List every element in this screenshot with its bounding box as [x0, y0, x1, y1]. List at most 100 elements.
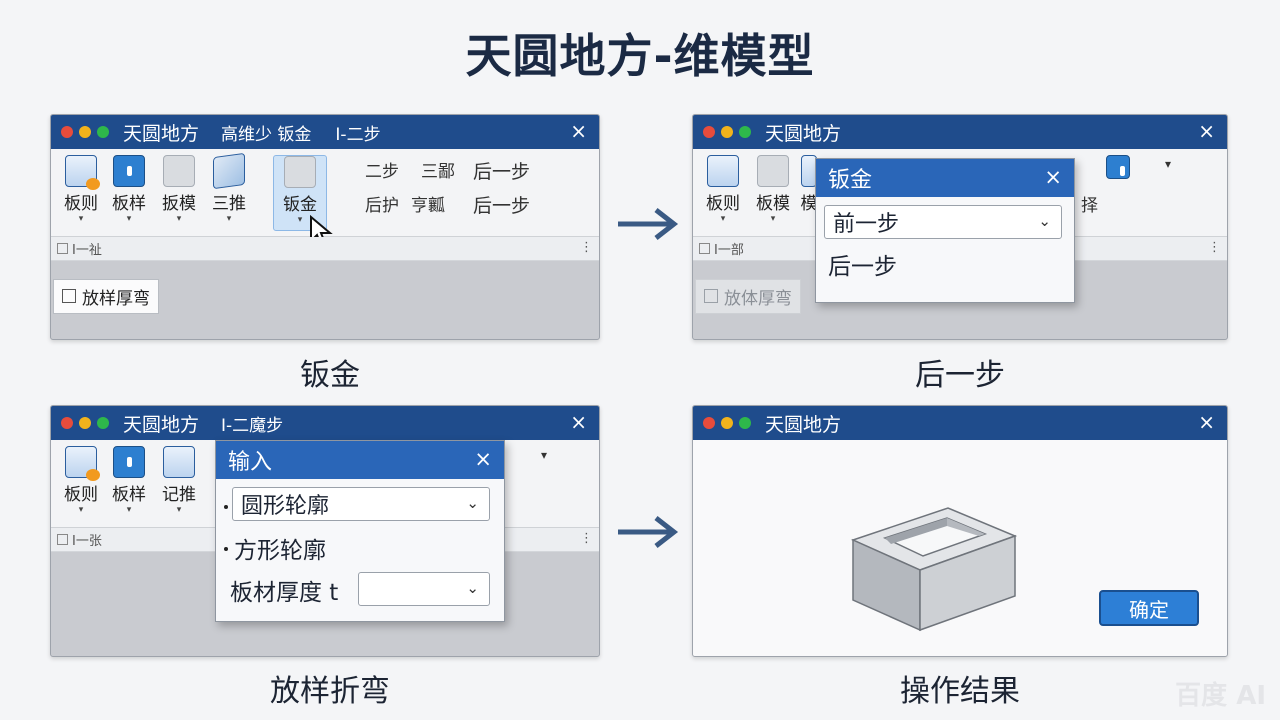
window-titlebar: 天圆地方 I-二魔步 × [51, 406, 599, 440]
maximize-window-dot[interactable] [97, 417, 109, 429]
arrow-right-icon [618, 516, 679, 548]
ribbon-button-banyang[interactable]: 板样 ▾ [109, 446, 149, 515]
window-step: I-二步 [335, 124, 381, 145]
window-title: 天圆地方 [765, 413, 842, 436]
ribbon-button-grid[interactable] [1103, 155, 1133, 181]
ribbon-button-bance[interactable]: 板则 ▾ [703, 155, 743, 224]
close-icon[interactable]: × [1198, 410, 1215, 434]
profile-dropdown[interactable]: 圆形轮廓 ⌄ [232, 487, 490, 521]
window-titlebar: 天圆地方 × [693, 406, 1227, 440]
arrow-right-icon [618, 208, 679, 240]
ribbon-button-banmo[interactable]: 扳模 ▾ [159, 155, 199, 224]
input-dialog: 输入 × 圆形轮廓 ⌄ 方形轮廓 板材厚度 t ⌄ [215, 440, 505, 622]
ribbon-button-bance[interactable]: 板则 ▾ [61, 446, 101, 515]
ribbon-dropdown-arrow[interactable]: ▾ [1165, 157, 1172, 171]
close-window-dot[interactable] [61, 417, 73, 429]
checkbox-icon[interactable] [699, 243, 710, 254]
sheet-side-icon [707, 155, 739, 187]
caption-step-4: 操作结果 [900, 674, 1020, 709]
bullet [224, 505, 228, 509]
window-title: 天圆地方 [765, 122, 842, 145]
ribbon-text-ze[interactable]: 择 [1081, 196, 1098, 216]
option-next-step[interactable]: 后一步 [828, 254, 897, 280]
dialog-title: 输入 [228, 450, 273, 475]
window-titlebar: 天圆地方 × [693, 115, 1227, 149]
ribbon-button-banmo[interactable]: 板模 ▾ [753, 155, 793, 224]
minimize-window-dot[interactable] [79, 417, 91, 429]
close-icon[interactable]: × [474, 447, 492, 471]
thickness-label: 板材厚度 t [230, 580, 339, 606]
sheet-sample-icon [113, 446, 145, 478]
ribbon-text-hengrang[interactable]: 亨瓤 [411, 196, 445, 216]
ribbon-button-bance[interactable]: 板则 ▾ [61, 155, 101, 224]
caption-step-1: 钣金 [300, 358, 360, 393]
window-title: 天圆地方 [123, 122, 200, 145]
dialog-titlebar: 输入 × [216, 441, 504, 479]
thickness-dropdown[interactable]: ⌄ [358, 572, 490, 606]
sheet-side-icon [65, 155, 100, 190]
grid-icon [1106, 155, 1130, 179]
chevron-down-icon: ⌄ [466, 494, 479, 512]
ok-button[interactable]: 确定 [1099, 590, 1199, 626]
chevron-down-icon: ⌄ [466, 579, 479, 597]
cube-icon [213, 152, 245, 190]
ribbon-button-jitui[interactable]: 记推 ▾ [159, 446, 199, 515]
panel-result: 天圆地方 × 确定 [692, 405, 1228, 657]
dialog-titlebar: 钣金 × [816, 159, 1074, 197]
step-dropdown[interactable]: 前一步 ⌄ [824, 205, 1062, 239]
ribbon-text-next-step-2[interactable]: 后一步 [473, 195, 531, 217]
sheet-mold-icon [757, 155, 789, 187]
ribbon-button-mo[interactable]: 模 [799, 155, 819, 214]
close-icon[interactable]: × [1044, 165, 1062, 189]
close-window-dot[interactable] [703, 417, 715, 429]
close-icon[interactable]: × [570, 410, 587, 434]
ribbon-dropdown-arrow[interactable]: ▾ [541, 448, 548, 462]
sheet-sample-icon [113, 155, 145, 187]
dialog-title: 钣金 [828, 168, 873, 193]
sheet-side-icon [65, 446, 100, 481]
maximize-window-dot[interactable] [739, 417, 751, 429]
ribbon-text-houhu[interactable]: 后护 [365, 196, 399, 216]
maximize-window-dot[interactable] [739, 126, 751, 138]
sheet-metal-dialog: 钣金 × 前一步 ⌄ 后一步 [815, 158, 1075, 303]
window-title: 天圆地方 [123, 413, 200, 436]
minimize-window-dot[interactable] [721, 417, 733, 429]
watermark: 百度 AI [1175, 681, 1266, 711]
more-icon[interactable]: ⋮ [580, 240, 593, 255]
minimize-window-dot[interactable] [79, 126, 91, 138]
sheet-metal-icon [284, 156, 316, 188]
option-square-profile[interactable]: 方形轮廓 [234, 538, 326, 564]
ribbon-text-erbu[interactable]: 二步 [365, 162, 399, 182]
roll-icon [163, 446, 195, 478]
loft-bend-chip[interactable]: 放样厚弯 [53, 279, 159, 314]
close-window-dot[interactable] [61, 126, 73, 138]
ribbon-button-sheet-metal[interactable]: 钣金 ▾ [273, 155, 327, 231]
square-frame-model [850, 507, 1018, 632]
ribbon-button-santui[interactable]: 三推 ▾ [209, 152, 249, 224]
sheet-mold-icon [163, 155, 195, 187]
checkbox-icon[interactable] [57, 534, 68, 545]
more-icon[interactable]: ⋮ [1208, 240, 1221, 255]
status-bar: I一祉 ⋮ [51, 237, 599, 261]
minimize-window-dot[interactable] [721, 126, 733, 138]
caption-step-3: 放样折弯 [270, 674, 390, 709]
window-subtitle: 高维少 钣金 [221, 124, 312, 145]
close-icon[interactable]: × [1198, 119, 1215, 143]
close-icon[interactable]: × [570, 119, 587, 143]
chevron-down-icon: ⌄ [1038, 212, 1051, 230]
window-titlebar: 天圆地方 高维少 钣金 I-二步 × [51, 115, 599, 149]
caption-step-2: 后一步 [915, 358, 1005, 393]
page-title: 天圆地方-维模型 [465, 29, 815, 83]
maximize-window-dot[interactable] [97, 126, 109, 138]
bullet [224, 547, 228, 551]
close-window-dot[interactable] [703, 126, 715, 138]
loft-body-chip[interactable]: 放体厚弯 [695, 279, 801, 314]
ribbon-text-next-step[interactable]: 后一步 [473, 161, 531, 183]
more-icon[interactable]: ⋮ [580, 531, 593, 546]
ribbon-toolbar: 板则 ▾ 板样 ▾ 扳模 ▾ 三推 ▾ 钣金 ▾ 二步 三鄙 后护 亨 [51, 149, 599, 247]
checkbox-icon[interactable] [57, 243, 68, 254]
ribbon-text-sanbi[interactable]: 三鄙 [421, 162, 455, 182]
panel-sheet-metal: 天圆地方 高维少 钣金 I-二步 × 板则 ▾ 板样 ▾ 扳模 ▾ 三推 ▾ 钣… [50, 114, 600, 340]
ribbon-button-banyang[interactable]: 板样 ▾ [109, 155, 149, 224]
window-step: I-二魔步 [221, 415, 284, 436]
